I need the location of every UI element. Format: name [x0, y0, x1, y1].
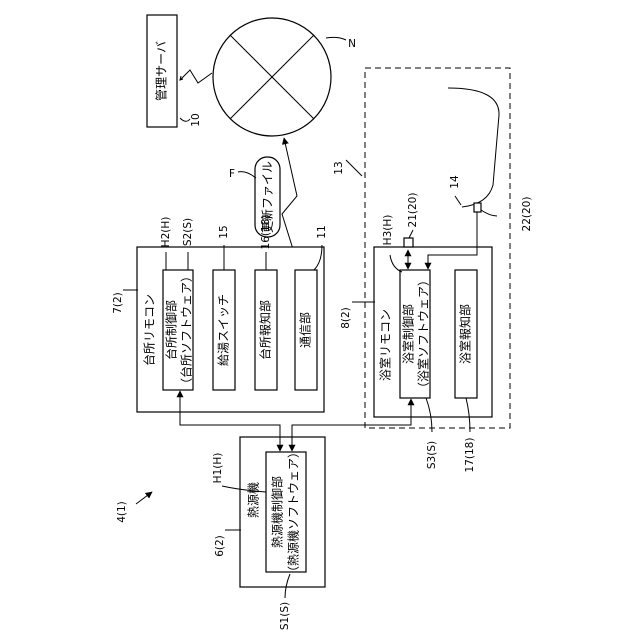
ref-16-label: 16(18)	[260, 215, 272, 250]
ref-22-label: 22(20)	[521, 197, 533, 232]
ref-6-label: 6(2)	[214, 535, 226, 557]
heat-control-label: 熱源機制御部	[270, 476, 285, 548]
bath-remote-label: 浴室リモコン	[378, 309, 393, 381]
network-leader	[326, 37, 346, 40]
ref-h3-label: H3(H)	[382, 215, 394, 246]
ref-21-leader	[409, 230, 413, 238]
ref-8-label: 8(2)	[340, 307, 352, 329]
update-file-leader	[238, 172, 256, 178]
hot-water-switch-label: 給湯スイッチ	[217, 294, 231, 366]
ref-s1-label: S1(S)	[279, 602, 291, 630]
ref-h2-label: H2(H)	[160, 217, 172, 248]
bath-software-label: （浴室ソフトウェア）	[416, 274, 431, 394]
ref-13-leader	[346, 160, 362, 176]
bathtub-sensor-22	[474, 203, 481, 212]
bath-sensor-21	[404, 238, 413, 247]
network-symbol-label: N	[348, 38, 356, 50]
ref-15-label: 15	[218, 225, 230, 238]
comm-unit-label: 通信部	[298, 312, 313, 348]
ref-10-label: 10	[190, 113, 202, 126]
ref-7-label: 7(2)	[112, 292, 124, 314]
ref-s3-label: S3(S)	[426, 441, 438, 469]
bath-control-label: 浴室制御部	[401, 304, 416, 364]
ref-4-arrow	[136, 492, 152, 504]
heat-source-label: 熱源機	[246, 482, 261, 518]
ref-13-label: 13	[333, 161, 345, 174]
ref-14-label: 14	[449, 175, 461, 189]
ref-14-leader	[455, 196, 461, 205]
update-file-marker-label: F	[229, 168, 235, 180]
ref-10-leader	[180, 118, 190, 121]
kitchen-software-label: （台所ソフトウェア）	[179, 270, 194, 390]
ref-4-label: 4(1)	[116, 501, 128, 523]
server-wireless-link	[180, 70, 212, 83]
ref-22-leader	[481, 210, 497, 216]
ref-17-label: 17(18)	[464, 438, 476, 473]
management-server-label: 管理サーバ	[154, 41, 169, 101]
ref-21-label: 21(20)	[407, 193, 419, 228]
ref-h1-label: H1(H)	[212, 453, 224, 484]
ref-s2-label: S2(S)	[182, 218, 194, 246]
kitchen-remote-label: 台所リモコン	[142, 294, 157, 366]
ref-11-label: 11	[316, 225, 328, 238]
kitchen-control-label: 台所制御部	[164, 300, 179, 360]
heat-software-label: （熱源機ソフトウェア）	[286, 446, 301, 578]
bath-notify-label: 浴室報知部	[458, 304, 473, 364]
kitchen-notify-label: 台所報知部	[258, 300, 273, 360]
